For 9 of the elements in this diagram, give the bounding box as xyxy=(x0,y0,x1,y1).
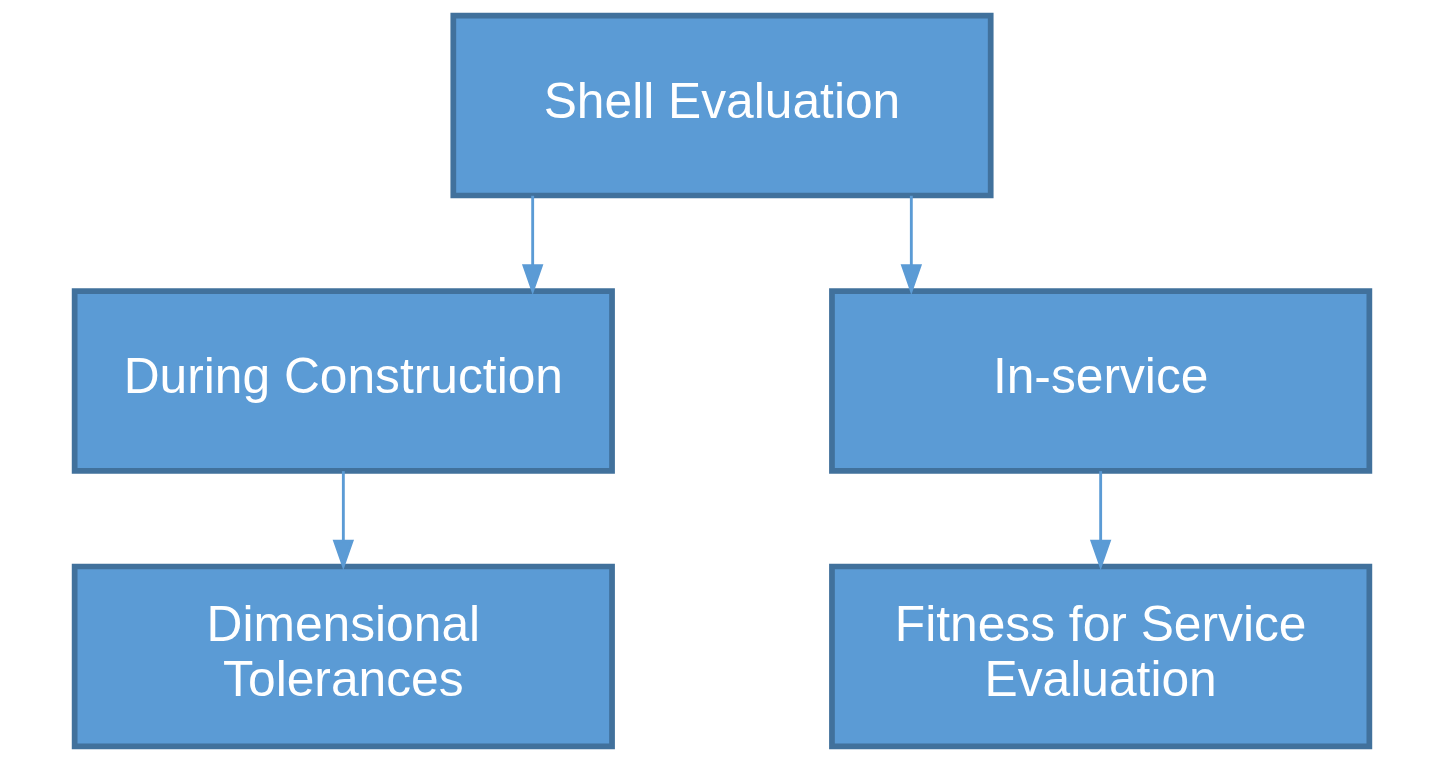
arrow xyxy=(521,195,543,295)
node-box: Fitness for Service Evaluation xyxy=(828,563,1372,750)
node-box: Shell Evaluation xyxy=(449,12,994,199)
node-box: Dimensional Tolerances xyxy=(71,563,615,750)
arrow xyxy=(1089,471,1111,571)
arrow xyxy=(332,471,354,571)
node-box: During Construction xyxy=(71,288,615,474)
arrow xyxy=(900,195,922,295)
node-box: In-service xyxy=(828,288,1372,474)
